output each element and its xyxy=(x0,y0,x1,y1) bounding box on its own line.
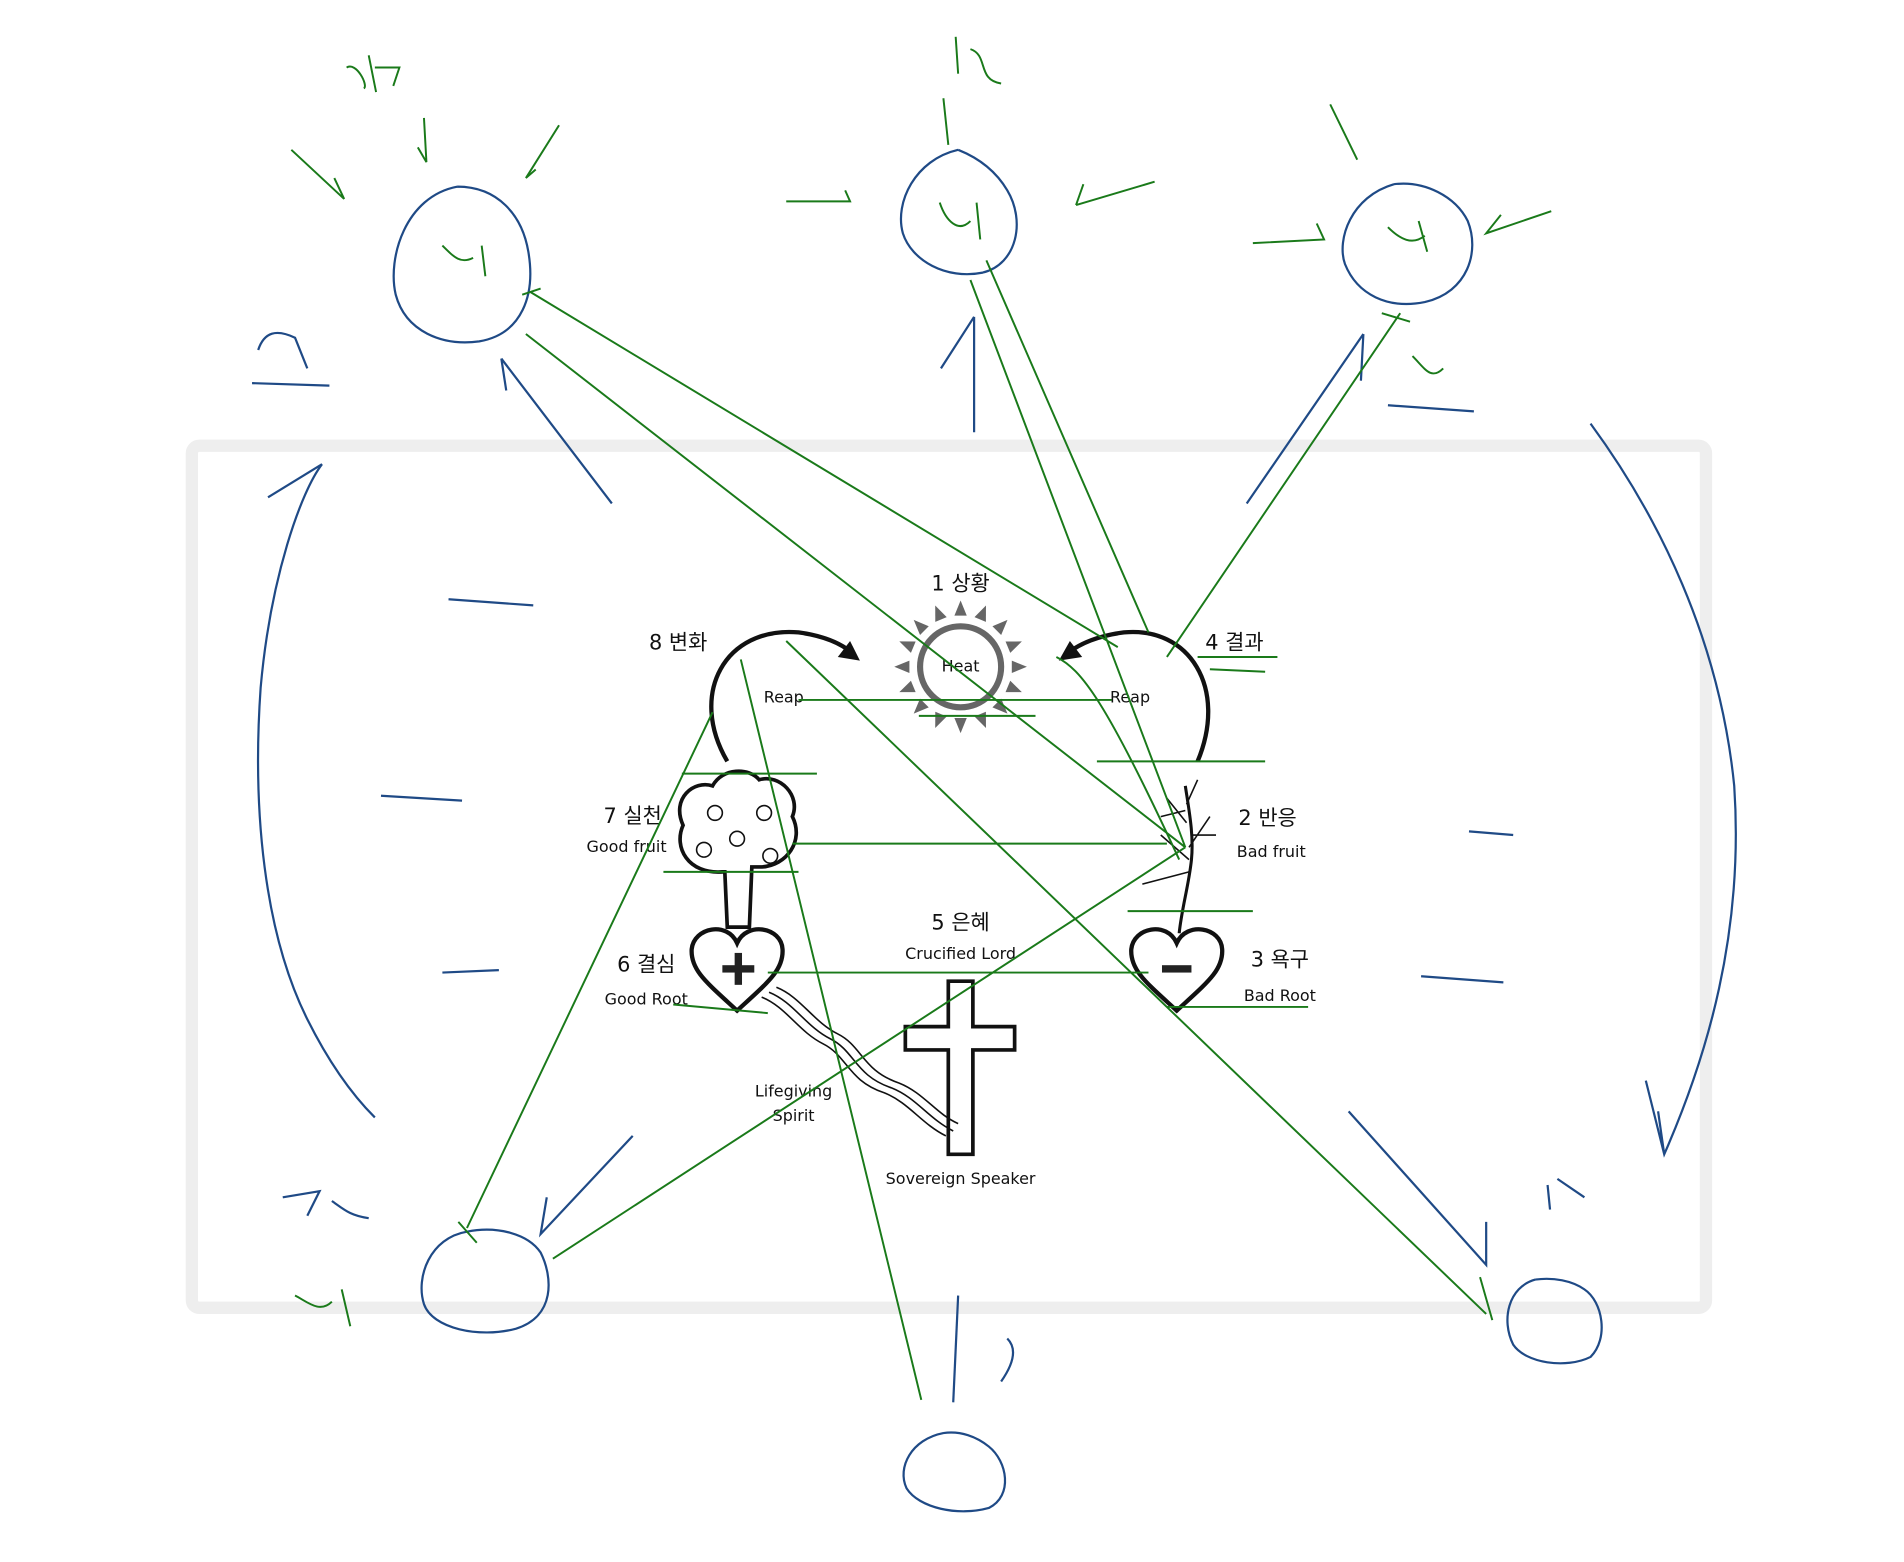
sun-ray xyxy=(974,711,986,729)
reap-left-label: Reap xyxy=(764,687,804,706)
sun-ray xyxy=(974,605,986,622)
crucified-lord-label: Crucified Lord xyxy=(905,944,1016,963)
heat-label: Heat xyxy=(942,657,980,676)
reap-arrow-left xyxy=(709,629,860,763)
cross-icon xyxy=(903,979,1017,1157)
practice-label: 7 실천 xyxy=(604,804,662,828)
lifegiving-label: Lifegiving xyxy=(755,1082,832,1101)
sun-ray xyxy=(899,680,916,693)
spirit-label: Spirit xyxy=(773,1106,815,1125)
sun-ray xyxy=(913,698,929,714)
change-label: 8 변화 xyxy=(649,631,707,655)
reap-arrow-right xyxy=(1058,629,1211,763)
sun-ray xyxy=(913,619,929,635)
bad-root-label: Bad Root xyxy=(1244,986,1316,1005)
sun-ray xyxy=(954,718,967,734)
sun-ray xyxy=(894,660,910,673)
sun-ray xyxy=(1005,680,1022,693)
bad-fruit-label: Bad fruit xyxy=(1237,842,1306,861)
sun-ray xyxy=(992,619,1008,635)
good-tree-icon xyxy=(677,769,799,929)
reap-right-label: Reap xyxy=(1110,687,1150,706)
sun-ray xyxy=(954,600,967,616)
sun-icon xyxy=(894,600,1027,734)
frame xyxy=(185,439,1713,1314)
grace-label: 5 은혜 xyxy=(931,911,989,935)
good-fruit-label: Good fruit xyxy=(587,837,667,856)
situation-label: 1 상황 xyxy=(931,572,989,596)
decision-label: 6 결심 xyxy=(617,952,675,976)
good-root-heart-icon xyxy=(689,927,785,1014)
blue-annotations xyxy=(252,148,1737,1513)
good-root-label: Good Root xyxy=(605,989,688,1008)
sun-ray xyxy=(935,711,947,729)
sun-ray xyxy=(935,605,947,622)
result-label: 4 결과 xyxy=(1205,631,1263,655)
bad-root-heart-icon xyxy=(1129,927,1225,1014)
green-annotations xyxy=(290,36,1552,1401)
response-label: 2 반응 xyxy=(1238,806,1296,830)
sun-ray xyxy=(1005,641,1022,653)
sun-ray xyxy=(992,698,1008,714)
sovereign-speaker-label: Sovereign Speaker xyxy=(886,1169,1036,1188)
sun-ray xyxy=(1011,660,1027,673)
spirit-waves-icon xyxy=(761,986,959,1137)
desire-label: 3 욕구 xyxy=(1251,947,1309,971)
sun-ray xyxy=(899,641,916,653)
